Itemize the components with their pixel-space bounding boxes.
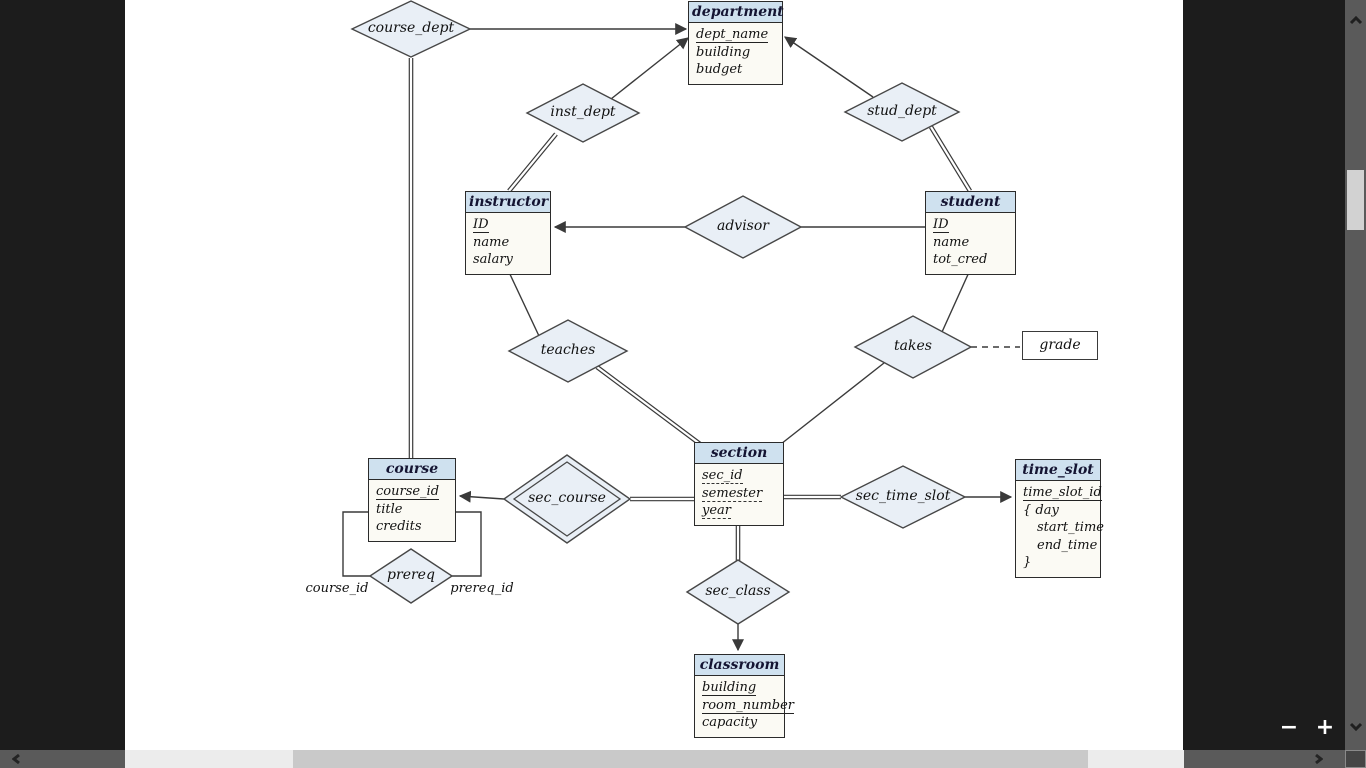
horizontal-scrollbar-track[interactable] xyxy=(1088,750,1184,768)
double-participation-lines xyxy=(408,58,972,561)
role-label-course-id: course_id xyxy=(305,581,369,596)
entity-department: department dept_name building budget xyxy=(688,1,784,85)
attribute-row: ID xyxy=(473,217,489,233)
diamond-sec-course-outer xyxy=(502,454,632,544)
horizontal-scrollbar-thumb[interactable] xyxy=(293,750,1088,768)
attribute-row: room_number xyxy=(702,697,794,714)
diamond-sec-course-inner xyxy=(512,461,622,537)
attribute-row: tot_cred xyxy=(933,252,988,267)
letterbox-right: − + xyxy=(1183,0,1345,750)
chevron-right-icon xyxy=(1315,753,1323,765)
scroll-up-button[interactable] xyxy=(1345,6,1366,34)
document-canvas: course_dept inst_dept stud_dept advisor … xyxy=(125,0,1183,750)
role-label-prereq-id: prereq_id xyxy=(450,581,514,596)
attribute-row: title xyxy=(376,501,403,517)
entity-classroom: classroom building room_number capacity xyxy=(694,654,794,738)
chevron-down-icon xyxy=(1349,722,1362,731)
entity-section: section sec_id semester year xyxy=(694,442,784,526)
diamond-sec-time-slot xyxy=(839,465,967,529)
diamond-prereq xyxy=(368,548,454,604)
attribute-row: name xyxy=(933,234,970,250)
diamond-inst-dept xyxy=(525,83,641,143)
attribute-row: } xyxy=(1023,555,1032,570)
attribute-row: name xyxy=(473,234,510,250)
zoom-out-button[interactable]: − xyxy=(1279,715,1299,740)
chevron-left-icon xyxy=(12,753,20,765)
diamond-takes xyxy=(853,315,973,379)
attribute-row: course_id xyxy=(376,484,440,500)
scroll-left-button[interactable] xyxy=(0,750,125,768)
attribute-row: time_slot_id xyxy=(1023,485,1102,501)
er-diagram-graphics xyxy=(342,0,1020,652)
attribute-row: year xyxy=(702,503,732,519)
arrow-lines xyxy=(458,23,1013,652)
attribute-row: end_time xyxy=(1037,537,1098,553)
diamond-stud-dept xyxy=(843,82,961,142)
entity-student: student ID name tot_cred xyxy=(925,191,1016,275)
attribute-box-grade: grade xyxy=(1022,331,1098,360)
attribute-row: sec_id xyxy=(702,468,743,484)
entity-title: student xyxy=(926,192,1015,213)
relationship-diamonds xyxy=(350,0,973,625)
vertical-scrollbar[interactable] xyxy=(1345,0,1366,750)
entity-time-slot: time_slot time_slot_id { day start_time … xyxy=(1015,459,1104,578)
attribute-row: dept_name xyxy=(696,27,769,43)
entity-course: course course_id title credits xyxy=(368,458,456,542)
diamond-teaches xyxy=(507,319,629,383)
entity-title: time_slot xyxy=(1016,460,1100,481)
attribute-row: { day xyxy=(1023,502,1059,518)
diamond-course-dept xyxy=(350,0,472,58)
attribute-row: credits xyxy=(376,519,422,534)
attribute-row: salary xyxy=(473,252,513,267)
attribute-row: capacity xyxy=(702,715,758,730)
horizontal-scrollbar-track[interactable] xyxy=(125,750,293,768)
entity-title: section xyxy=(695,443,783,464)
letterbox-left xyxy=(0,0,125,750)
entity-title: classroom xyxy=(695,655,784,676)
attribute-row: semester xyxy=(702,485,763,502)
attribute-row: budget xyxy=(696,62,743,77)
entity-title: course xyxy=(369,459,455,480)
diamond-sec-class xyxy=(685,559,791,625)
attribute-row: start_time xyxy=(1037,520,1104,535)
entity-title: department xyxy=(689,2,784,23)
entity-instructor: instructor ID name salary xyxy=(465,191,551,275)
zoom-in-button[interactable]: + xyxy=(1315,715,1335,740)
attribute-row: ID xyxy=(933,217,949,233)
attribute-row: building xyxy=(696,44,751,60)
single-lines xyxy=(342,226,1020,577)
attribute-row: building xyxy=(702,680,757,696)
vertical-scrollbar-thumb[interactable] xyxy=(1347,170,1364,230)
scroll-down-button[interactable] xyxy=(1345,712,1366,740)
chevron-up-icon xyxy=(1349,15,1362,24)
horizontal-scrollbar[interactable] xyxy=(0,750,1366,768)
diamond-advisor xyxy=(683,195,803,259)
scroll-right-button[interactable] xyxy=(1184,750,1345,768)
scrollbar-corner xyxy=(1345,750,1366,768)
entity-title: instructor xyxy=(466,192,550,213)
